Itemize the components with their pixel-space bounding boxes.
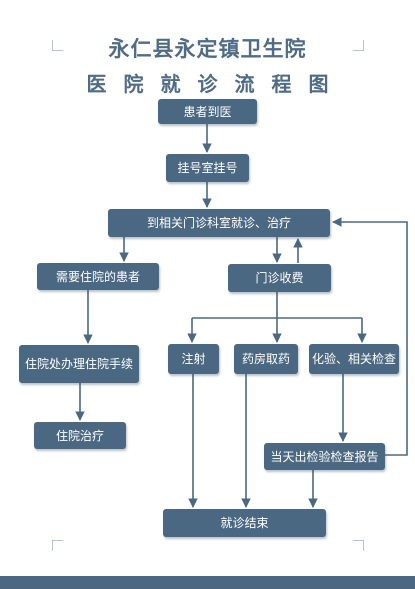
corner-mark-bottom-left	[52, 540, 63, 551]
node-injection: 注射	[168, 344, 219, 374]
footer-bar	[0, 576, 415, 589]
node-need-hospital: 需要住院的患者	[37, 263, 159, 290]
node-register: 挂号室挂号	[166, 154, 249, 182]
node-pharmacy: 药房取药	[234, 344, 298, 374]
node-arrive: 患者到医	[158, 99, 257, 124]
corner-mark-top-right	[353, 40, 364, 51]
flowchart-title: 医院就诊流程图	[86, 72, 346, 96]
corner-mark-top-left	[52, 40, 63, 51]
corner-mark-bottom-right	[353, 540, 364, 551]
node-clinic-fee: 门诊收费	[228, 264, 331, 292]
node-admission: 住院处办理住院手续	[19, 345, 139, 383]
node-end: 就诊结束	[163, 509, 326, 537]
connector-fee-branch-bus	[192, 292, 362, 319]
node-inpatient: 住院治疗	[34, 422, 126, 449]
node-outpatient: 到相关门诊科室就诊、治疗	[108, 209, 330, 237]
node-report: 当天出检验检查报告	[264, 443, 385, 470]
node-lab: 化验、相关检查	[309, 344, 399, 374]
hospital-title: 永仁县永定镇卫生院	[108, 37, 307, 61]
connector-report-outpatient	[332, 217, 408, 456]
